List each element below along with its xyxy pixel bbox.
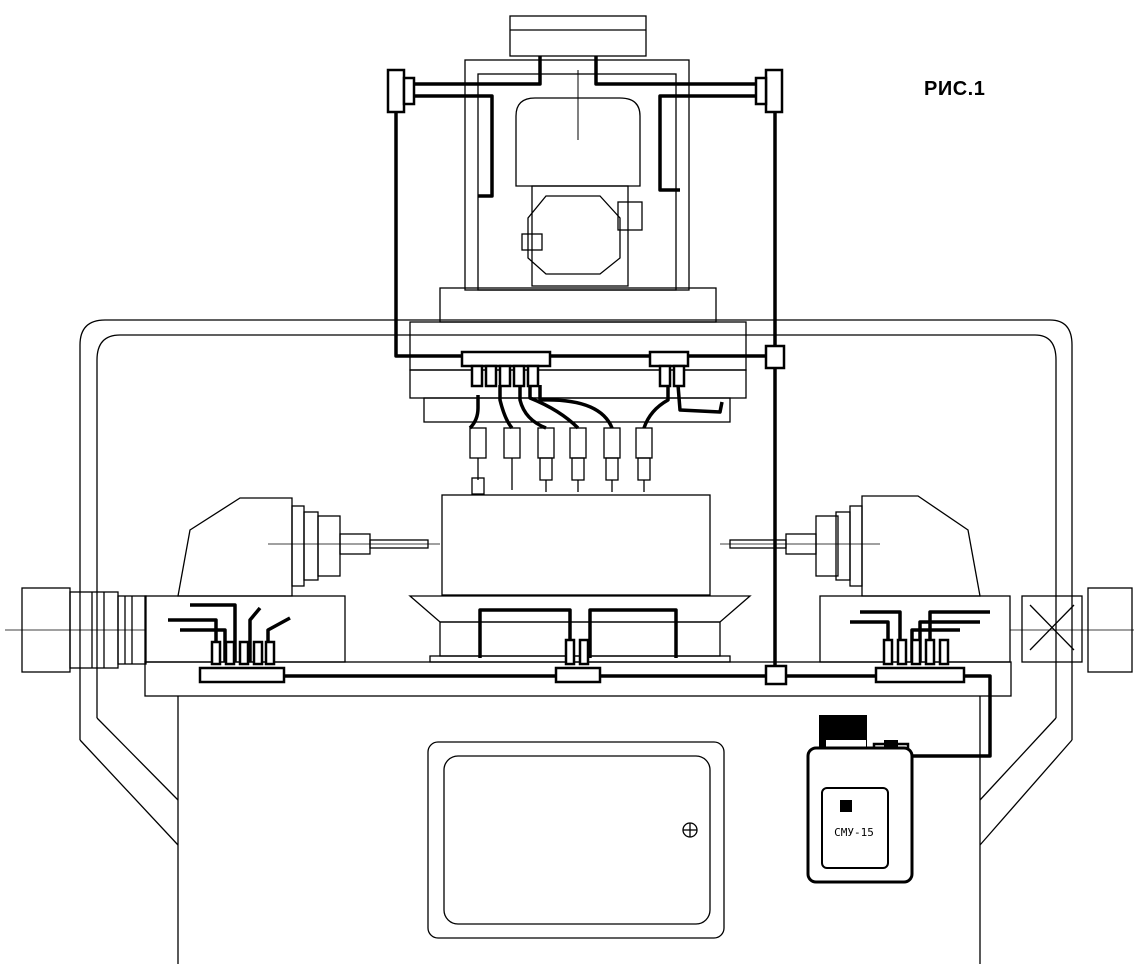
distributor-blocks <box>198 68 966 686</box>
left-side-head <box>177 497 440 597</box>
right-motor <box>1010 587 1134 673</box>
drill-head <box>409 321 747 423</box>
drill-spindles <box>469 427 653 495</box>
cabinet-lock-icon <box>682 822 698 838</box>
enclosure-outline <box>79 319 1073 846</box>
right-side-head <box>720 495 981 597</box>
lubrication-pump: СМУ-15 <box>806 715 914 884</box>
spindle-motor <box>515 70 643 287</box>
figure-label: РИС.1 <box>924 78 986 100</box>
vertical-column <box>439 15 717 323</box>
pump-label: СМУ-15 <box>834 826 874 839</box>
base-cabinet <box>177 696 981 964</box>
left-motor <box>5 587 147 673</box>
center-fixture <box>408 494 752 663</box>
